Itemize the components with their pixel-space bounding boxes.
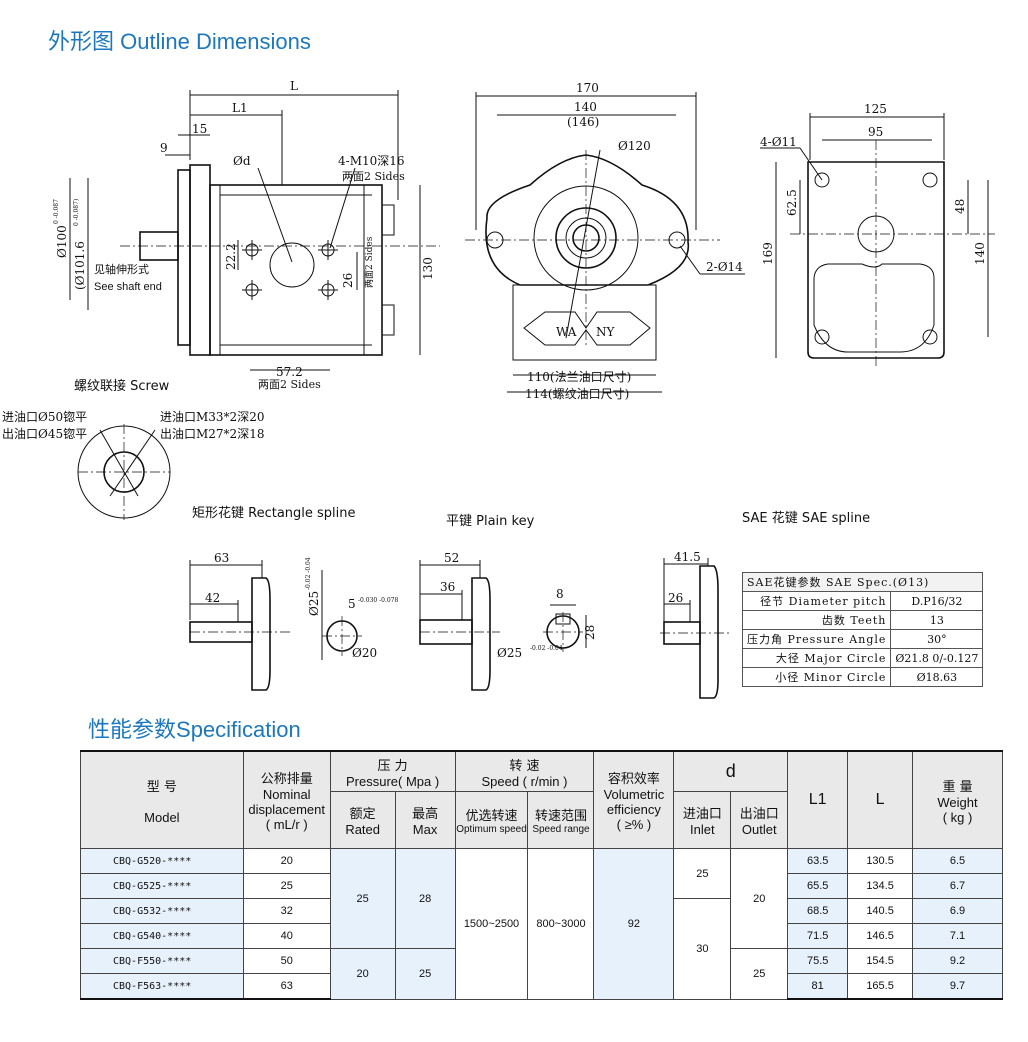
svg-text:L1: L1: [232, 101, 248, 115]
svg-text:(146): (146): [567, 115, 599, 129]
svg-text:26: 26: [668, 591, 683, 605]
header-displacement: 公称排量 Nominal displacement ( mL/r ): [242, 750, 331, 849]
header-speed: 转 速 Speed ( r/min ): [454, 750, 595, 793]
svg-text:114(螺纹油口尺寸): 114(螺纹油口尺寸): [525, 387, 629, 401]
svg-text:出油口Ø45锪平: 出油口Ø45锪平: [2, 426, 87, 441]
sae-table-header: SAE花键参数 SAE Spec.(Ø13): [741, 572, 984, 592]
svg-text:26: 26: [341, 273, 355, 288]
svg-text:0 -0.087): 0 -0.087): [73, 199, 80, 226]
table-row: CBQ-F563-**** 63 81 165.5 9.7: [80, 973, 1003, 1000]
svg-text:WA: WA: [556, 325, 577, 339]
svg-text:170: 170: [576, 81, 599, 95]
outline-title: 外形图 Outline Dimensions: [48, 29, 311, 55]
svg-text:SAE 花键 SAE spline: SAE 花键 SAE spline: [742, 510, 870, 526]
svg-text:130: 130: [421, 257, 435, 280]
svg-text:140: 140: [973, 242, 987, 265]
screw-port-view: [77, 424, 171, 520]
svg-text:8: 8: [556, 587, 564, 601]
plain-key-view: [419, 560, 587, 691]
svg-text:Ø20: Ø20: [352, 646, 377, 660]
sae-spec-table: SAE花键参数 SAE Spec.(Ø13) 径节 Diameter pitch…: [741, 572, 984, 687]
svg-text:62.5: 62.5: [785, 189, 799, 216]
svg-text:15: 15: [192, 122, 207, 136]
table-row: CBQ-G520-**** 20 25 28 1500~2500 800~300…: [80, 848, 1003, 1000]
svg-text:See shaft end: See shaft end: [94, 281, 162, 293]
svg-text:NY: NY: [596, 325, 616, 339]
svg-text:4-M10深16: 4-M10深16: [338, 154, 405, 168]
svg-text:4-Ø11: 4-Ø11: [760, 135, 797, 149]
svg-text:-0.02 -0.04: -0.02 -0.04: [530, 645, 563, 652]
svg-text:9: 9: [160, 141, 168, 155]
svg-text:169: 169: [761, 242, 775, 265]
header-model: 型 号 Model: [80, 750, 244, 849]
svg-text:42: 42: [205, 591, 220, 605]
svg-text:-0.02 -0.04: -0.02 -0.04: [305, 557, 312, 590]
svg-text:-0.030 -0.078: -0.030 -0.078: [358, 597, 398, 604]
sae-spline-view: [660, 558, 730, 699]
svg-text:Ø120: Ø120: [618, 139, 651, 153]
header-weight: 重 量 Weight ( kg ): [912, 750, 1003, 849]
svg-text:(Ø101.6: (Ø101.6: [73, 241, 87, 290]
svg-text:两面2 Sides: 两面2 Sides: [364, 236, 375, 288]
svg-text:48: 48: [953, 199, 967, 214]
header-d: d: [673, 750, 789, 793]
svg-text:Ød: Ød: [233, 154, 251, 168]
svg-text:5: 5: [348, 597, 356, 611]
header-l: L: [847, 750, 914, 849]
svg-text:进油口Ø50锪平: 进油口Ø50锪平: [2, 409, 87, 424]
svg-text:见轴伸形式: 见轴伸形式: [94, 262, 149, 276]
front-view: [465, 92, 745, 393]
svg-text:两面2 Sides: 两面2 Sides: [342, 170, 405, 183]
svg-text:平键 Plain key: 平键 Plain key: [446, 514, 535, 529]
svg-text:0 -0.087: 0 -0.087: [53, 199, 60, 224]
svg-text:63: 63: [214, 551, 229, 565]
side-view: [69, 90, 440, 371]
svg-text:两面2 Sides: 两面2 Sides: [258, 378, 321, 391]
spec-title: 性能参数Specification: [88, 717, 301, 743]
svg-text:Ø25: Ø25: [307, 591, 321, 616]
svg-text:螺纹联接 Screw: 螺纹联接 Screw: [74, 378, 170, 394]
svg-text:Ø100: Ø100: [55, 225, 69, 258]
svg-text:22.2: 22.2: [224, 243, 238, 270]
svg-text:进油口M33*2深20: 进油口M33*2深20: [160, 410, 264, 424]
header-pressure: 压 力 Pressure( Mpa ): [329, 750, 456, 793]
table-row: CBQ-F550-**** 50 20 25 25 75.5 154.5 9.2: [80, 948, 1003, 1000]
svg-text:2-Ø14: 2-Ø14: [706, 260, 743, 274]
svg-text:125: 125: [864, 102, 887, 116]
svg-text:Ø25: Ø25: [497, 646, 522, 660]
svg-text:95: 95: [868, 125, 883, 139]
rear-view: [760, 113, 995, 368]
specification-table: 型 号 Model 公称排量 Nominal displacement ( mL…: [80, 750, 1003, 1000]
svg-text:出油口M27*2深18: 出油口M27*2深18: [160, 427, 264, 441]
svg-text:矩形花键 Rectangle spline: 矩形花键 Rectangle spline: [192, 505, 356, 521]
svg-text:28: 28: [583, 625, 597, 640]
header-efficiency: 容积效率 Volumetric efficiency ( ≥% ): [593, 750, 675, 849]
table-row: CBQ-G532-**** 32 30 68.5 140.5 6.9: [80, 898, 1003, 1000]
svg-text:L: L: [290, 79, 298, 93]
svg-text:52: 52: [444, 551, 459, 565]
svg-text:41.5: 41.5: [674, 550, 701, 564]
header-l1: L1: [787, 750, 849, 849]
rect-spline-view: [189, 560, 362, 691]
table-row: CBQ-G525-**** 25 65.5 134.5 6.7: [80, 873, 1003, 899]
svg-text:57.2: 57.2: [276, 365, 303, 379]
svg-text:140: 140: [574, 100, 597, 114]
svg-text:110(法兰油口尺寸): 110(法兰油口尺寸): [527, 370, 631, 384]
svg-text:36: 36: [440, 580, 455, 594]
